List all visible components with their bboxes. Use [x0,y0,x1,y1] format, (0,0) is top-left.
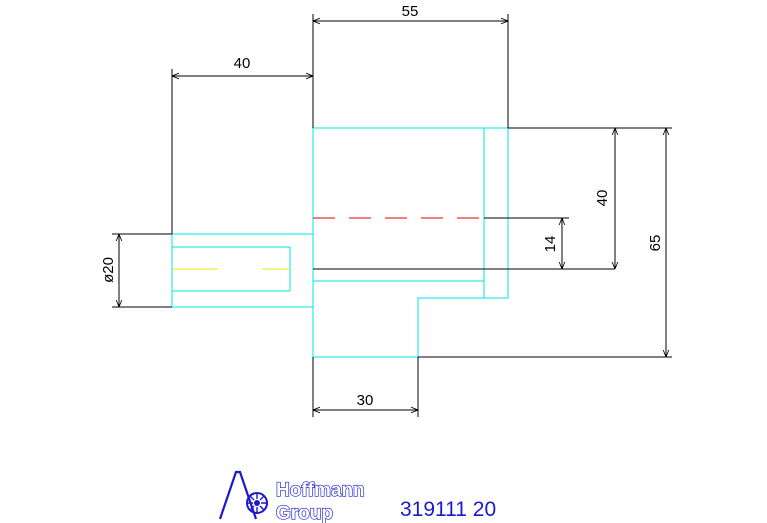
part-outline [171,127,509,358]
brand-line2: Group [276,503,333,523]
brand-line1: Hoffmann [276,480,365,501]
dimension-14: 14 [484,217,569,269]
dimension-65-label: 65 [647,235,664,252]
dimension-40-left: 40 [171,55,313,234]
hoffmann-logo: Hoffmann Group [218,470,365,523]
hoffmann-swirl-icon [218,470,268,520]
dimension-30: 30 [312,357,419,417]
dimension-65: 65 [418,128,672,358]
main-body-outline [312,127,509,358]
shaft-outline [171,233,313,308]
dimension-diameter: ø20 [100,233,172,308]
dimension-diameter-label: ø20 [100,257,117,283]
dimension-55-label: 55 [402,3,419,20]
dimension-55: 55 [312,3,509,128]
dimension-40-right: 40 [508,127,672,269]
dimension-40-right-label: 40 [594,190,611,207]
part-number: 319111 20 [400,498,496,521]
dimension-14-label: 14 [542,236,559,253]
dimension-30-label: 30 [357,392,374,409]
dimension-40-left-label: 40 [234,55,251,72]
